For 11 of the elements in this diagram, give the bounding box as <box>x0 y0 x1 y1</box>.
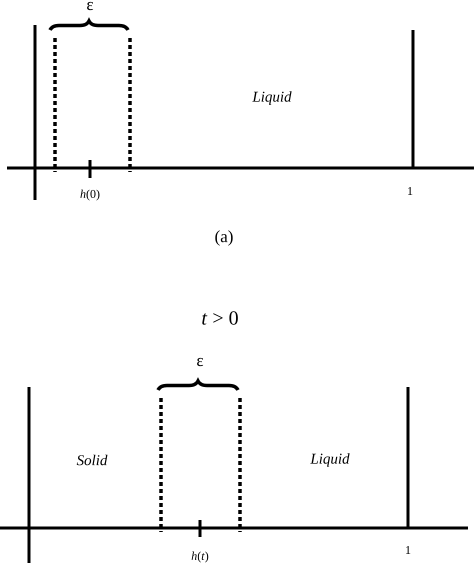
brace-label: ε <box>197 358 204 366</box>
tick-label: 1 <box>408 187 412 195</box>
region-label: Liquid <box>252 91 292 105</box>
tick-label: h(t) <box>192 552 208 562</box>
region-label: Solid <box>76 454 108 466</box>
brace-label: ε <box>87 2 94 10</box>
tick-label: h(0) <box>80 190 100 200</box>
panel-label: (a) <box>215 230 233 246</box>
time-label: t > 0 <box>202 311 238 325</box>
tick-label: 1 <box>406 546 410 554</box>
region-label: Liquid <box>310 453 350 467</box>
